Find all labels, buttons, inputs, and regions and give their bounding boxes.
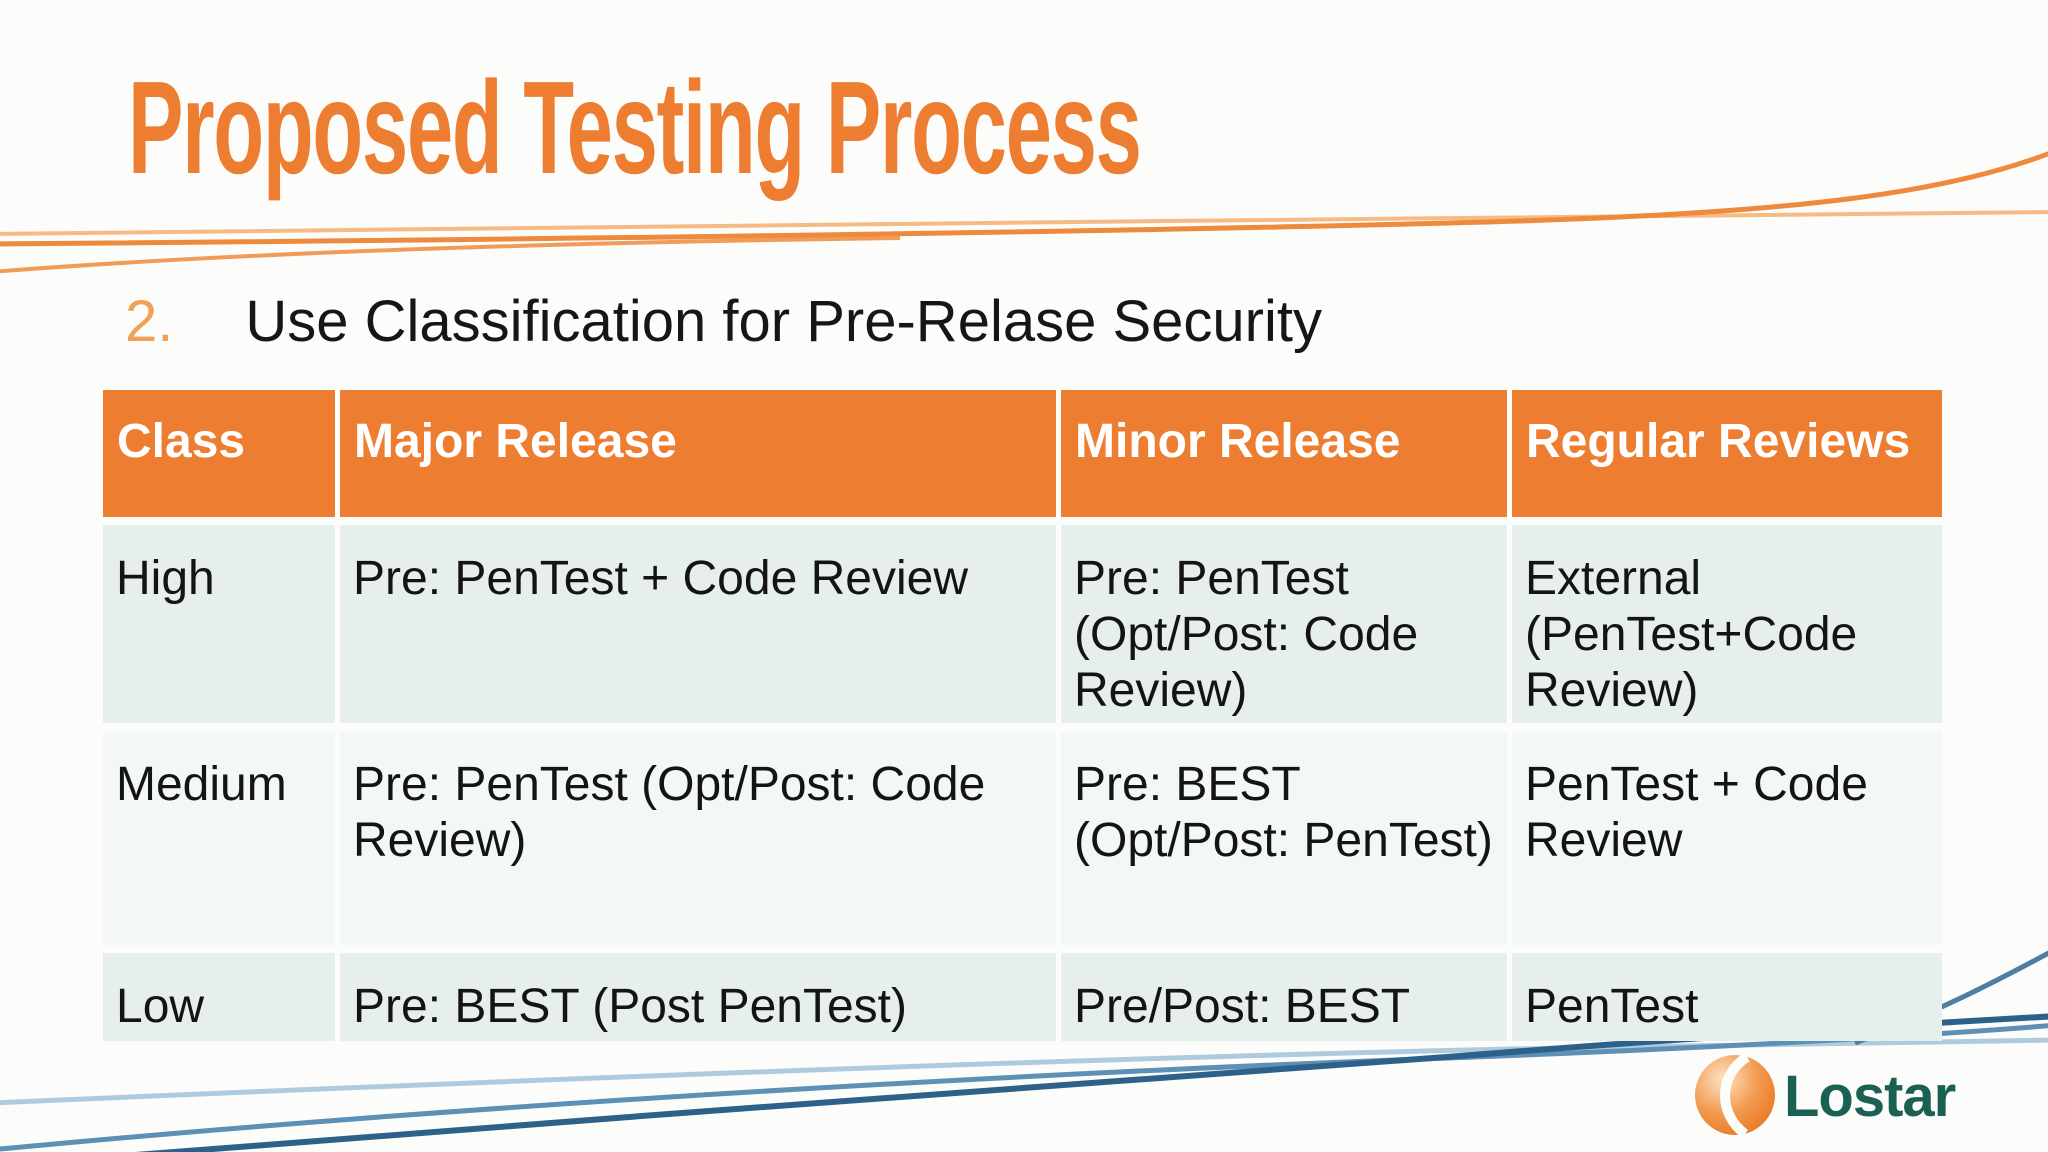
table-cell: Low — [103, 953, 335, 1041]
classification-table: Class Major Release Minor Release Regula… — [103, 390, 1942, 1041]
column-header-class: Class — [103, 390, 335, 517]
lostar-wordmark: Lostar — [1784, 1064, 1956, 1129]
table-cell: Pre: BEST (Post PenTest) — [340, 953, 1056, 1041]
table-cell: Pre: PenTest (Opt/Post: Code Review) — [340, 731, 1056, 945]
list-text: Use Classification for Pre-Relase Securi… — [245, 289, 1322, 354]
list-number: 2. — [125, 289, 174, 354]
table-cell: PenTest — [1512, 953, 1942, 1041]
table-cell: High — [103, 525, 335, 723]
column-header-major: Major Release — [340, 390, 1056, 517]
table-cell: Pre: BEST (Opt/Post: PenTest) — [1061, 731, 1507, 945]
lostar-sphere-icon — [1695, 1052, 1775, 1139]
table-cell: External (PenTest+Code Review) — [1512, 525, 1942, 723]
slide-title: Proposed Testing Process — [128, 54, 1142, 201]
table-cell: Pre: PenTest (Opt/Post: Code Review) — [1061, 525, 1507, 723]
column-header-regular: Regular Reviews — [1512, 390, 1942, 517]
table-cell: Medium — [103, 731, 335, 945]
table-cell: Pre: PenTest + Code Review — [340, 525, 1056, 723]
table-cell: Pre/Post: BEST — [1061, 953, 1507, 1041]
list-item-2: 2. Use Classification for Pre-Relase Sec… — [125, 288, 1322, 355]
column-header-minor: Minor Release — [1061, 390, 1507, 517]
table-cell: PenTest + Code Review — [1512, 731, 1942, 945]
lostar-logo: Lostar — [1695, 1052, 1957, 1139]
